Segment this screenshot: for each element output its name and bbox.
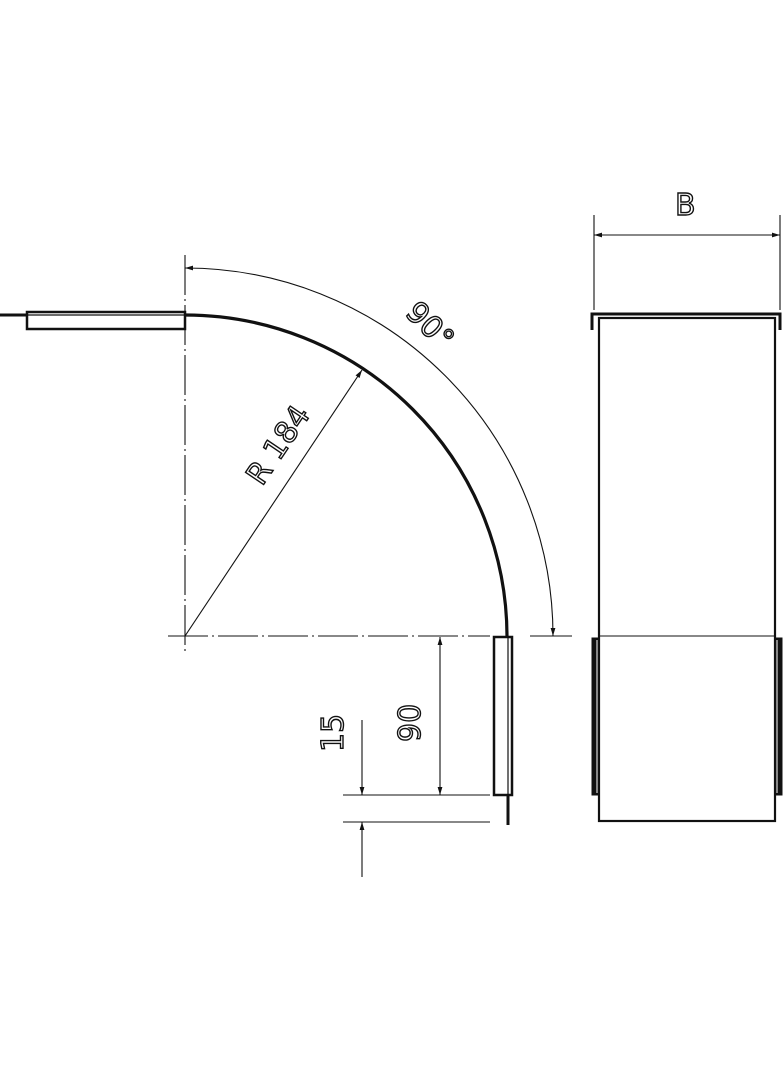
front-view: B [590, 187, 783, 823]
bend-arc [184, 313, 509, 638]
bottom-connector-plate [492, 635, 514, 797]
top-rim [590, 312, 782, 330]
radius-label: R 184 [240, 399, 318, 491]
radius-dimension-line [184, 369, 363, 637]
height-label: 90 [393, 704, 428, 742]
angle-label: 90° [398, 295, 460, 357]
left-side-connector [591, 637, 600, 796]
offset-label: 15 [316, 714, 351, 752]
side-view: R 184 90° 90 15 [0, 255, 572, 877]
right-side-connector [774, 637, 783, 796]
width-label: B [675, 188, 696, 223]
angle-dimension-arc [184, 265, 556, 637]
tray-body [597, 316, 777, 823]
